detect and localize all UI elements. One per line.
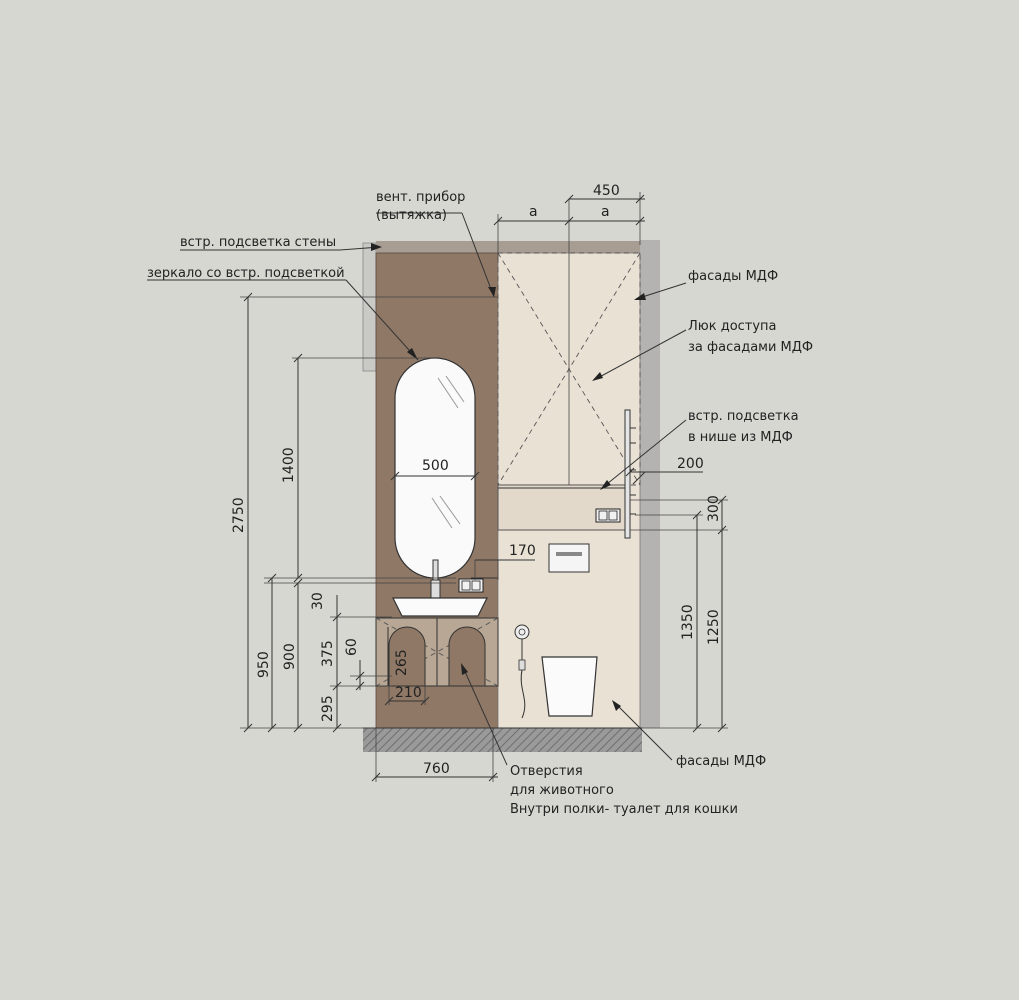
niche-light-label-line2: в нише из МДФ <box>688 430 793 445</box>
sink-basin <box>392 559 488 617</box>
dim-60: 60 <box>344 638 360 656</box>
niche-light-label-line1: встр. подсветка <box>688 409 799 424</box>
mdf-top-label: фасады МДФ <box>688 269 778 284</box>
dim-760: 760 <box>423 761 450 777</box>
dim-300: 300 <box>706 495 722 522</box>
wall-hung-toilet <box>541 656 598 717</box>
cat-hole-left <box>388 626 426 687</box>
dim-a-left: a <box>529 204 538 220</box>
dim-170: 170 <box>509 543 536 559</box>
cat-cabinet <box>375 617 499 687</box>
dim-1400: 1400 <box>281 447 297 483</box>
dim-450: 450 <box>593 183 620 199</box>
dim-1350: 1350 <box>680 604 696 640</box>
socket-right <box>595 508 621 523</box>
dim-500: 500 <box>422 458 449 474</box>
hatch-label-line2: за фасадами МДФ <box>688 340 813 355</box>
wall-light-label: встр. подсветка стены <box>180 235 336 250</box>
dimension-values: 450 a a 2750 1400 500 170 30 950 900 375… <box>231 183 722 777</box>
socket-left <box>458 578 484 593</box>
holes-label-line1: Отверстия <box>510 764 583 779</box>
annotations: вент. прибор (вытяжка) встр. подсветка с… <box>147 190 813 817</box>
hatch-label-line1: Люк доступа <box>688 319 777 334</box>
right-wall-column <box>640 240 660 728</box>
vent-label-line2: (вытяжка) <box>376 208 447 223</box>
dim-900: 900 <box>282 643 298 670</box>
left-wall-column <box>362 242 377 372</box>
dim-265: 265 <box>394 649 410 676</box>
dim-2750: 2750 <box>231 497 247 533</box>
mirror-label: зеркало со встр. подсветкой <box>147 266 345 281</box>
holes-label-line3: Внутри полки- туалет для кошки <box>510 802 738 817</box>
dim-a-right: a <box>601 204 610 220</box>
cat-hole-right <box>448 626 486 687</box>
dimension-lines <box>240 192 728 782</box>
dim-1250: 1250 <box>706 609 722 645</box>
dim-295: 295 <box>320 695 336 722</box>
holes-label-line2: для животного <box>510 783 614 798</box>
floor-hatch <box>363 728 642 752</box>
vent-label-line1: вент. прибор <box>376 190 465 205</box>
top-ceiling-strip <box>376 241 640 253</box>
niche-shelf <box>497 484 629 531</box>
hygienic-shower <box>514 624 530 719</box>
dim-30: 30 <box>310 592 326 610</box>
mdf-bottom-label: фасады МДФ <box>676 754 766 769</box>
dim-950: 950 <box>256 651 272 678</box>
dim-375: 375 <box>320 640 336 667</box>
flush-plate <box>548 543 590 573</box>
leader-lines <box>147 212 687 766</box>
dim-210: 210 <box>395 685 422 701</box>
dim-200: 200 <box>677 456 704 472</box>
